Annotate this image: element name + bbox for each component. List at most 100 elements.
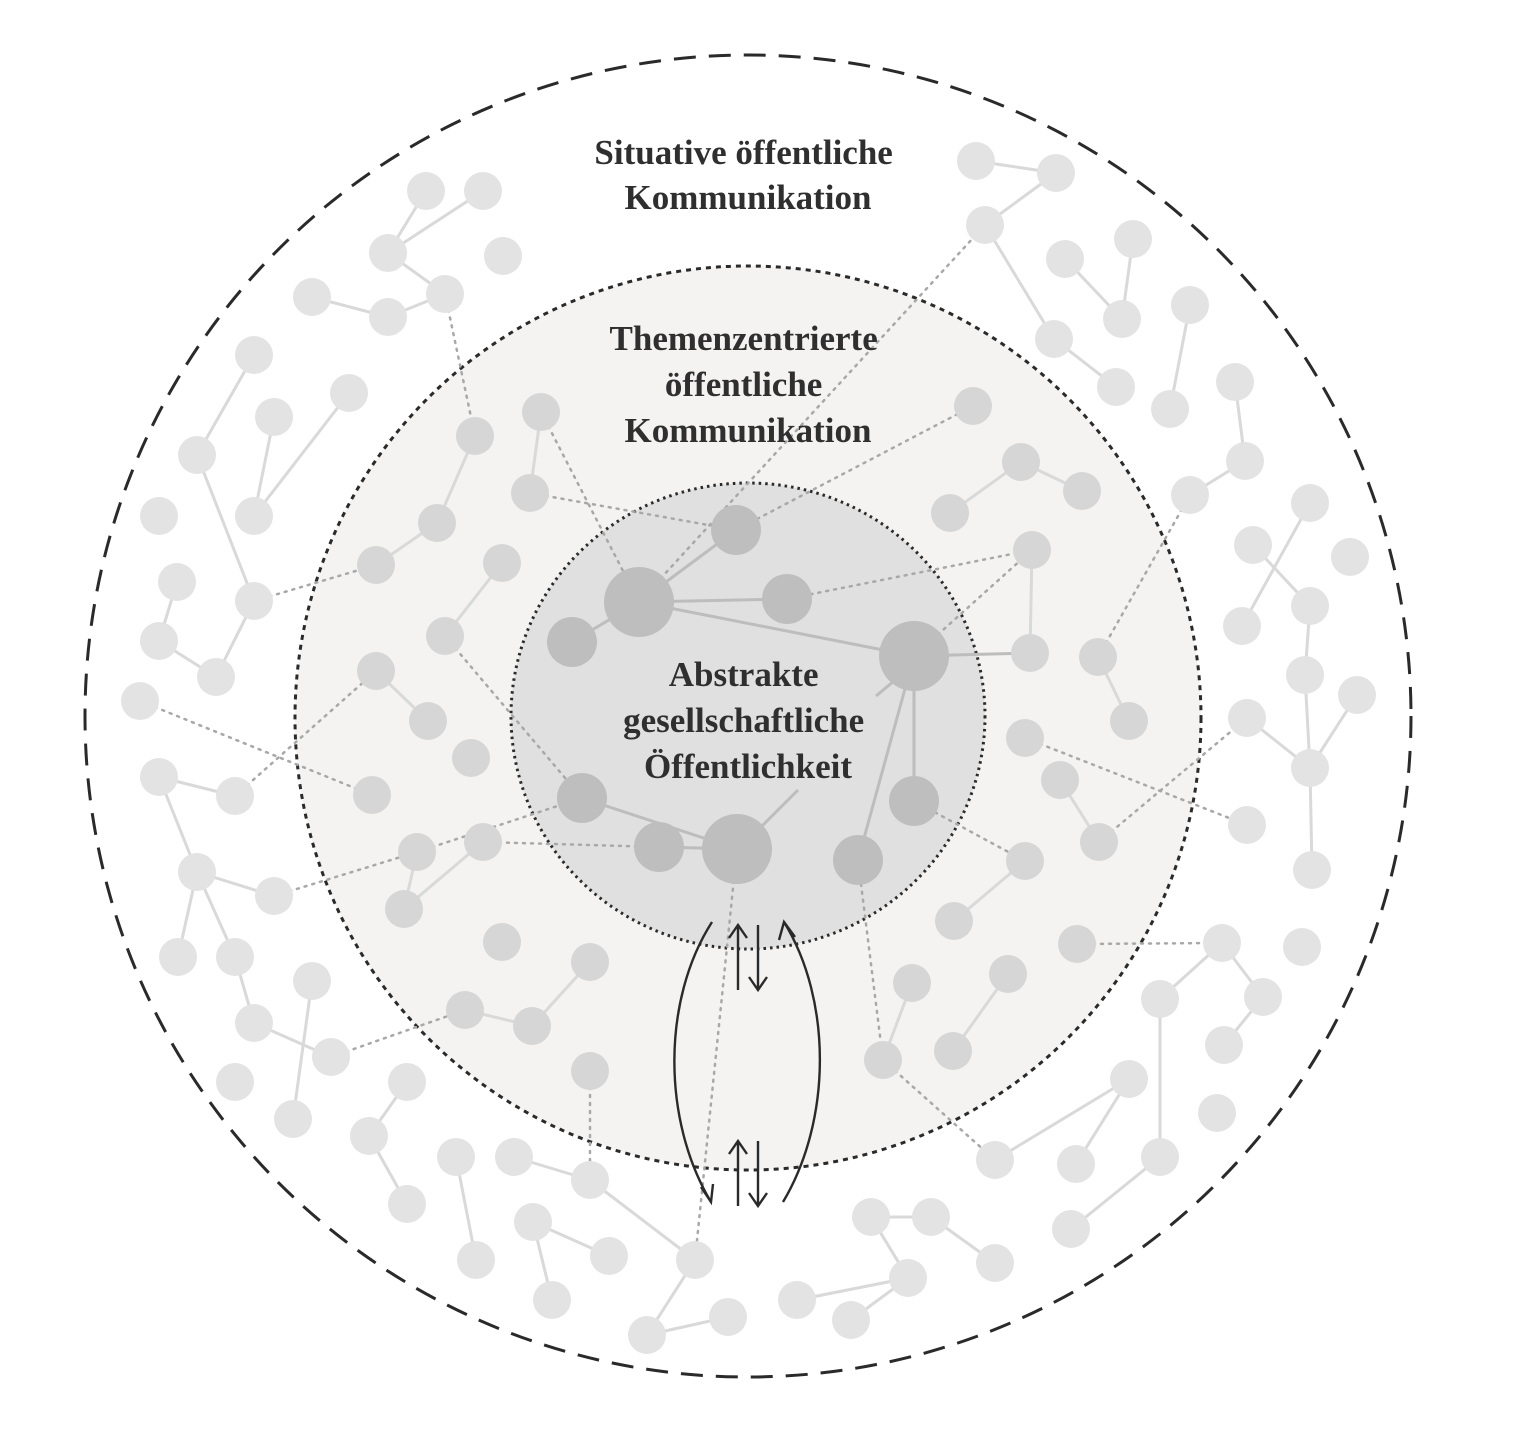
middle-node — [452, 739, 490, 777]
outer-node — [121, 682, 159, 720]
outer-node — [330, 374, 368, 412]
outer-node — [388, 1185, 426, 1223]
cross-arena-link — [252, 563, 378, 603]
outer-node — [778, 1281, 816, 1319]
cross-arena-link — [1096, 493, 1192, 659]
outer-node — [1151, 390, 1189, 428]
inner-label-line3: Öffentlichkeit — [644, 747, 852, 786]
network-link — [291, 980, 314, 1120]
outer-node — [216, 777, 254, 815]
network-link — [589, 1178, 696, 1262]
outer-node — [495, 1138, 533, 1176]
outer-node — [1234, 526, 1272, 564]
left-curved-arrowhead — [700, 1183, 715, 1206]
inner-node — [889, 776, 939, 826]
inner-label-line2: gesellschaftliche — [623, 701, 864, 740]
outer-node — [1052, 1210, 1090, 1248]
outer-node — [216, 1063, 254, 1101]
cross-arena-link — [329, 1008, 467, 1059]
outer-node — [957, 142, 995, 180]
outer-node — [255, 398, 293, 436]
network-link — [195, 354, 256, 456]
outer-node — [1110, 1060, 1148, 1098]
middle-node — [1041, 761, 1079, 799]
inner-node — [833, 835, 883, 885]
middle-node — [931, 494, 969, 532]
middle-node — [1058, 925, 1096, 963]
cross-arena-link — [912, 799, 1027, 863]
middle-node — [483, 923, 521, 961]
middle-node — [522, 393, 560, 431]
outer-node — [1293, 851, 1331, 889]
right-curved-arrowhead — [777, 919, 796, 941]
outer-node — [140, 622, 178, 660]
outer-node — [1244, 978, 1282, 1016]
inner-ring-label: Abstrakte gesellschaftliche Öffentlichke… — [623, 655, 873, 786]
network-nodes — [121, 142, 1376, 1354]
outer-node — [1331, 538, 1369, 576]
middle-node — [446, 991, 484, 1029]
inner-label-line1: Abstrakte — [669, 655, 819, 694]
middle-node — [1110, 702, 1148, 740]
middle-node — [893, 964, 931, 1002]
outer-node — [1141, 980, 1179, 1018]
outer-node — [1291, 587, 1329, 625]
outer-node — [1035, 320, 1073, 358]
inner-node — [702, 814, 772, 884]
middle-node — [1063, 472, 1101, 510]
outer-node — [293, 278, 331, 316]
left-curved-arrow — [673, 921, 714, 1203]
middle-node — [954, 387, 992, 425]
outer-node — [966, 206, 1004, 244]
middle-node — [934, 1032, 972, 1070]
outer-node — [140, 758, 178, 796]
upper-up-arrow — [728, 922, 748, 990]
middle-node — [1006, 719, 1044, 757]
cross-arena-link — [481, 840, 661, 849]
middle-node — [426, 617, 464, 655]
middle-node — [1080, 823, 1118, 861]
middle-node — [1006, 842, 1044, 880]
middle-node — [385, 890, 423, 928]
outer-node — [235, 1004, 273, 1042]
outer-label-line1: Situative öffentliche — [594, 133, 892, 172]
outer-node — [571, 1161, 609, 1199]
cross-arena-link — [138, 699, 374, 797]
inner-link — [856, 655, 916, 861]
network-link — [1070, 1155, 1161, 1231]
outer-node — [1291, 749, 1329, 787]
outer-node — [1046, 240, 1084, 278]
middle-node — [456, 417, 494, 455]
cross-arena-link — [637, 223, 987, 604]
outer-node — [1198, 1094, 1236, 1132]
middle-node — [464, 823, 502, 861]
outer-node — [235, 497, 273, 535]
middle-node — [409, 702, 447, 740]
outer-node — [1114, 220, 1152, 258]
inner-link — [760, 788, 800, 828]
outer-node — [457, 1241, 495, 1279]
outer-node — [274, 1100, 312, 1138]
network-link — [983, 224, 1056, 340]
outer-node — [1171, 476, 1209, 514]
outer-node — [976, 1141, 1014, 1179]
middle-node — [935, 902, 973, 940]
inner-node — [762, 574, 812, 624]
cross-arena-link — [528, 491, 738, 532]
middle-node — [571, 1052, 609, 1090]
outer-node — [1338, 676, 1376, 714]
middle-node — [511, 474, 549, 512]
outer-node — [369, 234, 407, 272]
cross-arena-link — [856, 858, 885, 1062]
cross-arena-link — [272, 850, 419, 898]
outer-node — [178, 853, 216, 891]
lower-down-arrow — [748, 1141, 768, 1209]
cross-arena-link — [443, 634, 584, 800]
outer-node — [178, 436, 216, 474]
lower-up-arrow — [728, 1138, 748, 1206]
inner-node — [557, 773, 607, 823]
middle-node — [1011, 634, 1049, 672]
middle-label-line2: öffentliche — [665, 365, 822, 404]
middle-node — [483, 544, 521, 582]
middle-node — [398, 833, 436, 871]
